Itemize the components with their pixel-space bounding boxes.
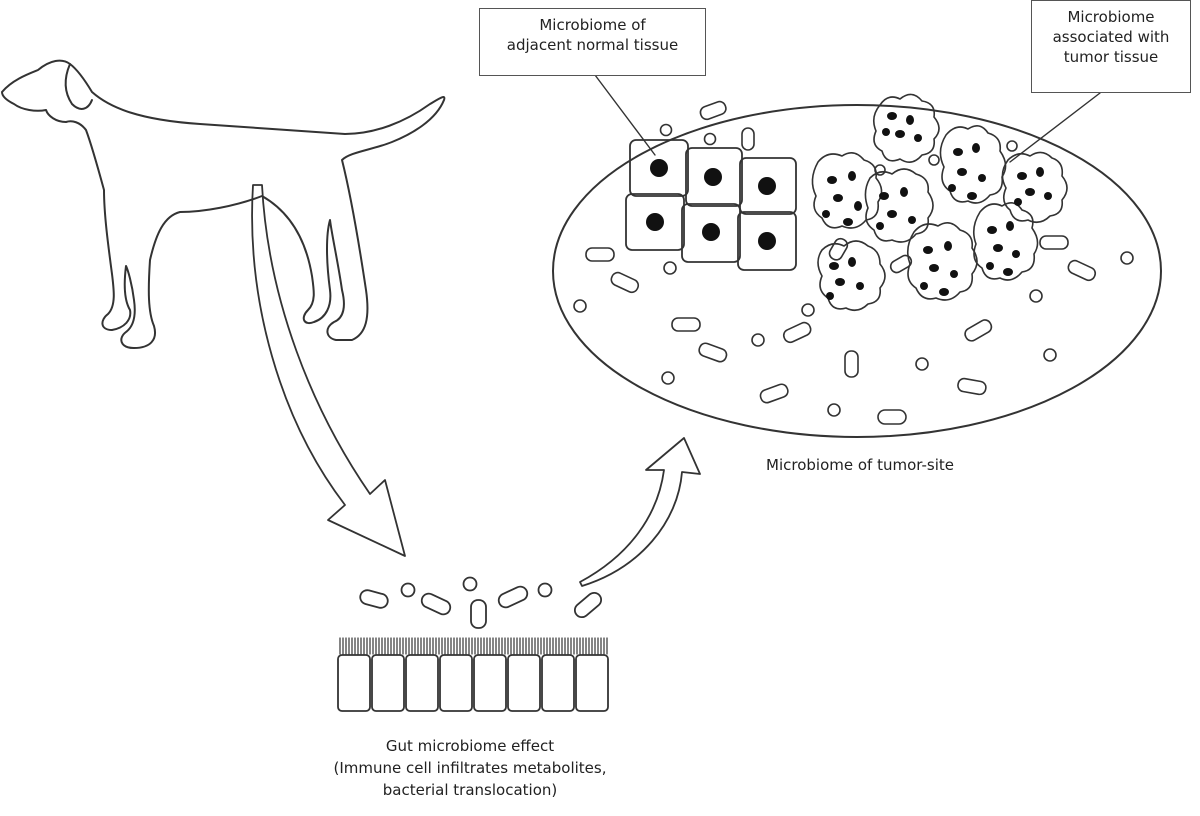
dog-ear — [64, 63, 93, 110]
label-tumor-line2: associated with — [1052, 28, 1170, 46]
label-tumor-line3: tumor tissue — [1063, 48, 1159, 66]
label-gut-line1: Gut microbiome effect — [385, 737, 555, 755]
tumor-cells — [811, 93, 1068, 312]
label-box-normal-tissue: Microbiome of adjacent normal tissue — [479, 8, 706, 76]
pointer-tumor-tissue — [1009, 92, 1101, 163]
gut-epithelium — [337, 654, 609, 712]
tumor-site-bacteria — [585, 100, 1097, 425]
label-tumor-line1: Microbiome — [1067, 8, 1155, 26]
gut-bacteria — [359, 576, 603, 629]
pointer-normal-tissue — [594, 74, 656, 156]
label-tumor-site: Microbiome of tumor-site — [766, 456, 954, 474]
normal-tissue-nuclei — [646, 159, 776, 250]
normal-tissue-cells — [625, 139, 797, 271]
tumor-nuclei — [822, 112, 1052, 300]
label-gut-effect: Gut microbiome effect (Immune cell infil… — [290, 735, 650, 801]
tumor-site-cocci — [573, 123, 1134, 417]
gut-microvilli — [339, 637, 608, 655]
label-gut-line2: (Immune cell infiltrates metabolites, — [333, 759, 607, 777]
label-normal-line2: adjacent normal tissue — [506, 36, 679, 54]
tumor-site-ellipse — [552, 104, 1162, 438]
label-gut-line3: bacterial translocation) — [382, 781, 558, 799]
label-normal-line1: Microbiome of — [539, 16, 646, 34]
label-box-tumor-tissue: Microbiome associated with tumor tissue — [1031, 0, 1191, 93]
arrow-dog-to-gut — [251, 184, 406, 557]
arrow-gut-to-tumor — [579, 437, 701, 587]
dog-outline — [1, 59, 446, 349]
